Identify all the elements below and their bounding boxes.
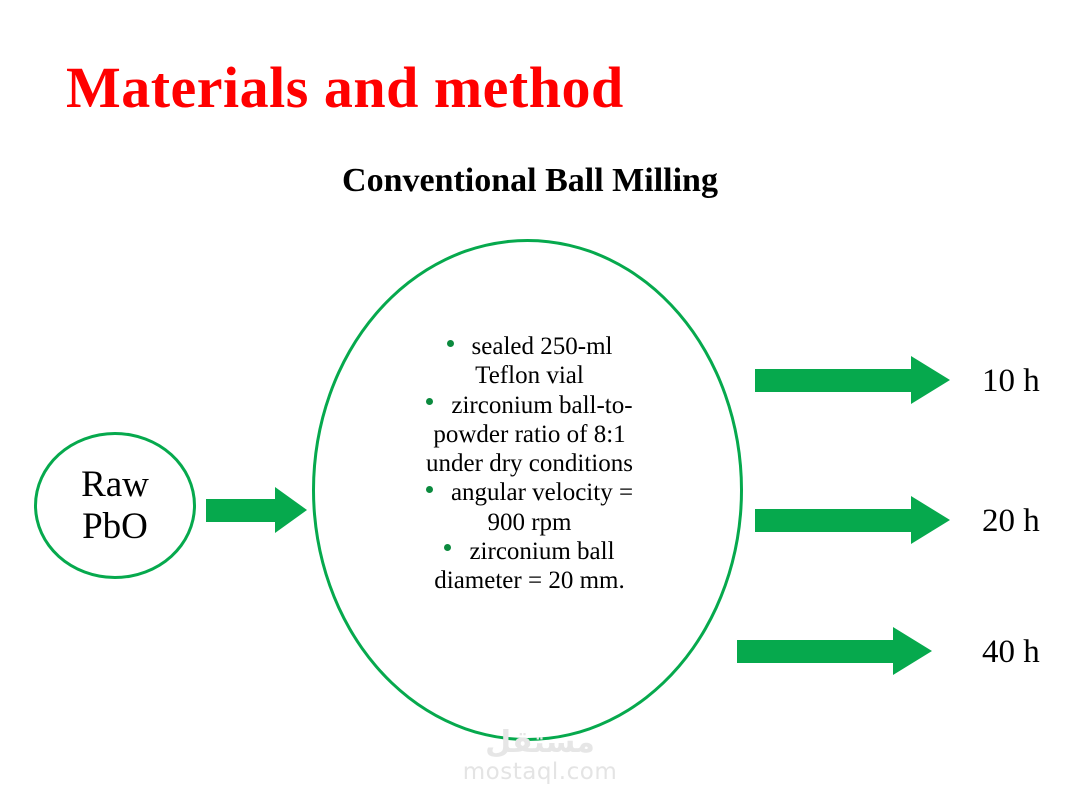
bullet-text: under dry conditions (426, 450, 633, 477)
list-item: zirconium ball (352, 537, 707, 566)
output-arrow-icon-40h (737, 627, 932, 675)
source-material-circle: Raw PbO (34, 432, 196, 579)
arrow-head (911, 356, 950, 404)
arrow-shaft (755, 509, 912, 532)
bullet-text: zirconium ball (469, 537, 615, 565)
output-label-20h: 20 h (982, 503, 1040, 539)
input-arrow-icon (206, 487, 307, 534)
process-parameters-list: sealed 250-ml Teflon vial zirconium ball… (352, 332, 707, 595)
bullet-dot-icon (426, 398, 434, 405)
list-item-cont: Teflon vial (352, 361, 707, 390)
output-arrow-icon-20h (755, 496, 950, 544)
list-item-cont: 900 rpm (352, 508, 707, 537)
process-parameters-ellipse (312, 239, 743, 741)
bullet-dot-icon (446, 339, 454, 347)
output-label-40h: 40 h (982, 634, 1040, 670)
bullet-text: diameter = 20 mm. (434, 567, 625, 594)
bullet-dot-icon (425, 485, 433, 493)
bullet-dot-icon (444, 544, 452, 552)
bullet-text: zirconium ball-to- (451, 391, 633, 419)
source-label-line1: Raw (81, 464, 149, 506)
list-item: zirconium ball-to- (352, 391, 707, 420)
output-label-10h: 10 h (982, 363, 1040, 399)
list-item-cont: under dry conditions (352, 449, 707, 478)
arrow-head (893, 627, 932, 675)
bullet-text: sealed 250-ml (471, 333, 613, 360)
arrow-shaft (737, 640, 894, 663)
bullet-text: Teflon vial (475, 362, 584, 390)
page-title: Materials and method (66, 55, 624, 120)
arrow-shaft (755, 369, 912, 392)
section-subtitle: Conventional Ball Milling (342, 162, 718, 199)
source-label-line2: PbO (82, 505, 148, 547)
watermark-domain-text: mostaql.com (462, 759, 618, 785)
bullet-text: powder ratio of 8:1 (433, 420, 626, 448)
arrow-head (911, 496, 950, 544)
list-item-cont: powder ratio of 8:1 (352, 420, 707, 449)
arrow-shaft (206, 499, 276, 522)
arrow-head (275, 487, 307, 533)
list-item: angular velocity = (352, 478, 707, 507)
bullet-text: angular velocity = (450, 479, 634, 507)
list-item: sealed 250-ml (352, 332, 707, 361)
output-arrow-icon-10h (755, 356, 950, 404)
bullet-text: 900 rpm (487, 508, 572, 536)
list-item-cont: diameter = 20 mm. (352, 566, 707, 595)
